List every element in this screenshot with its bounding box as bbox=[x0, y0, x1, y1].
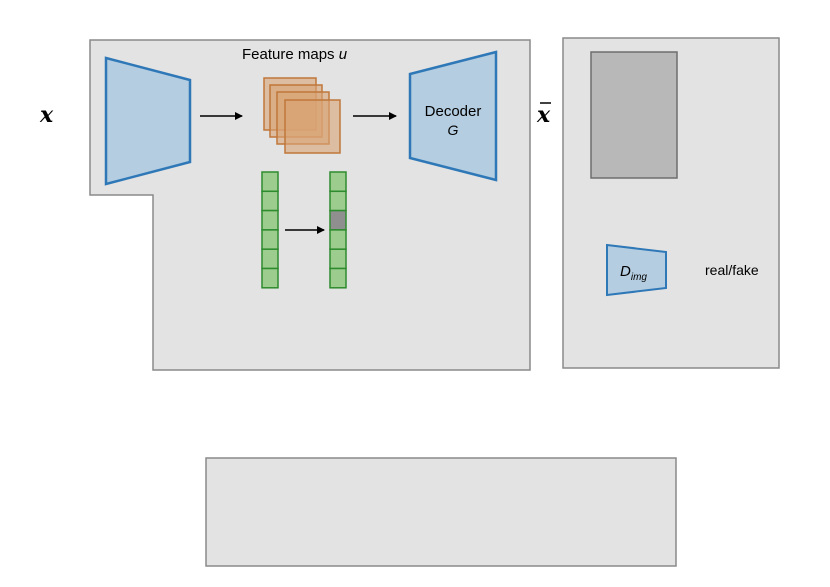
masked-vector-cell bbox=[329, 209, 347, 231]
vector-cell bbox=[261, 229, 279, 250]
feature-vector-left bbox=[261, 171, 279, 289]
input-x-label: x bbox=[39, 102, 54, 128]
vector-cell bbox=[329, 171, 347, 193]
encoder-trapezoid bbox=[104, 56, 192, 186]
vector-cell bbox=[329, 267, 347, 289]
feature-vector-right bbox=[329, 171, 347, 289]
bottom-panel bbox=[205, 457, 677, 567]
vector-cell bbox=[261, 267, 279, 289]
vector-cell bbox=[329, 190, 347, 212]
discriminator-label: Dimg bbox=[620, 263, 647, 283]
vector-cell bbox=[261, 190, 279, 212]
real-fake-label: real/fake bbox=[705, 262, 759, 278]
discriminator-trapezoid bbox=[606, 243, 667, 297]
decoder-var: G bbox=[448, 122, 459, 138]
vector-cell bbox=[261, 209, 279, 231]
reconstructed-image-placeholder bbox=[590, 51, 678, 179]
feature-maps-stack bbox=[263, 77, 341, 154]
feature-maps-label: Feature maps u bbox=[242, 46, 348, 63]
decoder-label: Decoder bbox=[425, 103, 482, 120]
vector-cell bbox=[329, 229, 347, 250]
decoder-trapezoid bbox=[408, 50, 498, 182]
vector-cell bbox=[329, 248, 347, 270]
vector-cell bbox=[261, 171, 279, 193]
output-xbar-label: x bbox=[536, 102, 551, 128]
vector-cell bbox=[261, 248, 279, 270]
